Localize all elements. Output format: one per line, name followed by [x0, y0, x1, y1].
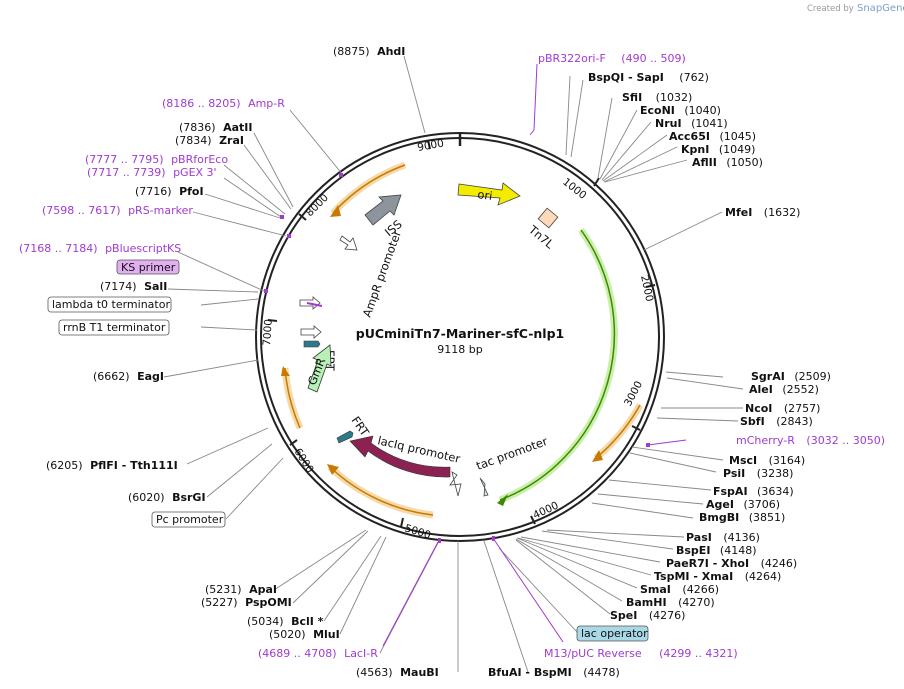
ampr-promoter-label: AmpR promoter: [360, 228, 405, 319]
laciq-promoter-arrow[interactable]: [449, 471, 462, 497]
svg-text:PsiI (3238): PsiI (3238): [723, 467, 793, 480]
svg-text:BspEI (4148): BspEI (4148): [676, 544, 757, 557]
svg-text:(7168 .. 7184) pBluescriptKS: (7168 .. 7184) pBluescriptKS: [19, 242, 181, 255]
svg-text:SmaI (4266): SmaI (4266): [640, 583, 719, 596]
svg-text:PaeR7I - XhoI (4246): PaeR7I - XhoI (4246): [666, 557, 797, 570]
svg-text:(7598 .. 7617) pRS-marker: (7598 .. 7617) pRS-marker: [42, 204, 193, 217]
svg-text:Acc65I (1045): Acc65I (1045): [669, 130, 756, 143]
svg-text:NruI (1041): NruI (1041): [655, 117, 728, 130]
svg-text:M13/pUC Reverse (4299 .. 4321): M13/pUC Reverse (4299 .. 4321): [544, 647, 738, 660]
svg-text:FspAI (3634): FspAI (3634): [713, 485, 794, 498]
svg-text:AleI (2552): AleI (2552): [749, 383, 819, 396]
svg-text:KpnI (1049): KpnI (1049): [681, 143, 755, 156]
svg-text:SbfI (2843): SbfI (2843): [740, 415, 813, 428]
lambda-t0-box[interactable]: [47, 296, 172, 313]
primer-markers: [264, 173, 650, 543]
ks-primer-box[interactable]: [116, 259, 180, 275]
lac-operator-text: lac operator: [581, 627, 648, 640]
orange-arc-right[interactable]: [593, 403, 644, 461]
frt-bottom-feature[interactable]: [336, 430, 354, 444]
pc-promoter-text: Pc promoter: [156, 513, 224, 526]
svg-text:mCherry-R (3032 .. 3050): mCherry-R (3032 .. 3050): [736, 434, 885, 447]
svg-text:BamHI (4270): BamHI (4270): [626, 596, 715, 609]
iss-arrow[interactable]: [364, 194, 402, 226]
lambda-t0-text: lambda t0 terminator: [52, 298, 170, 311]
credit-prefix: Created by: [807, 4, 854, 14]
lac-operator-box[interactable]: [576, 625, 649, 642]
svg-text:pBR322ori-F (490 .. 509): pBR322ori-F (490 .. 509): [538, 52, 686, 65]
svg-text:(8186 .. 8205) Amp-R: (8186 .. 8205) Amp-R: [162, 97, 285, 110]
leader-lines: [163, 55, 744, 673]
svg-text:EcoNI (1040): EcoNI (1040): [640, 104, 721, 117]
tn7l-feature[interactable]: [537, 207, 559, 229]
gmr-arrow[interactable]: [307, 344, 332, 393]
svg-text:AflII (1050): AflII (1050): [692, 156, 763, 169]
orange-arc-left[interactable]: [281, 367, 304, 430]
svg-text:PasI (4136): PasI (4136): [686, 531, 760, 544]
tick-marks: [267, 133, 656, 528]
tick-3000: 3000: [622, 379, 645, 408]
svg-text:SgrAI (2509): SgrAI (2509): [751, 370, 831, 383]
svg-text:AgeI (3706): AgeI (3706): [706, 498, 780, 511]
left-labels: (8875) AhdI (8186 .. 8205) Amp-R (7836) …: [19, 45, 620, 679]
tick-9000: 9000: [416, 137, 444, 153]
tick-1000: 1000: [560, 176, 588, 202]
svg-text:BspQI - SapI (762): BspQI - SapI (762): [588, 71, 709, 84]
svg-text:(6205) PflFI - Tth111I: (6205) PflFI - Tth111I: [46, 459, 178, 472]
tick-2000: 2000: [638, 274, 655, 303]
tick-4000: 4000: [531, 500, 560, 522]
svg-text:(7717 .. 7739) pGEX 3': (7717 .. 7739) pGEX 3': [87, 166, 217, 179]
svg-text:(5020) MluI: (5020) MluI: [269, 628, 340, 641]
svg-text:(4689 .. 4708) LacI-R: (4689 .. 4708) LacI-R: [258, 647, 378, 660]
rrnb-t1-box[interactable]: [58, 319, 170, 336]
rrnb-t1-terminator-arrow[interactable]: [300, 325, 322, 339]
plasmid-size: 9118 bp: [437, 343, 482, 356]
tn7l-label: Tn7L: [525, 222, 557, 252]
svg-text:(7716) PfoI: (7716) PfoI: [135, 185, 204, 198]
tick-7000: 7000: [261, 319, 275, 347]
svg-text:TspMI - XmaI (4264): TspMI - XmaI (4264): [654, 570, 781, 583]
ori-arrow[interactable]: [457, 182, 521, 206]
svg-text:MfeI (1632): MfeI (1632): [725, 206, 800, 219]
frt-top-feature[interactable]: [303, 340, 321, 348]
tick-8000: 8000: [304, 192, 331, 219]
svg-text:(6662) EagI: (6662) EagI: [93, 370, 164, 383]
svg-text:SfiI (1032): SfiI (1032): [622, 91, 692, 104]
svg-text:(8875) AhdI: (8875) AhdI: [333, 45, 405, 58]
svg-text:(7174) SalI: (7174) SalI: [100, 280, 167, 293]
tac-promoter-arrow[interactable]: [479, 477, 489, 497]
svg-text:(6020) BsrGI: (6020) BsrGI: [128, 491, 206, 504]
svg-text:BmgBI (3851): BmgBI (3851): [699, 511, 785, 524]
svg-text:SpeI (4276): SpeI (4276): [610, 609, 685, 622]
svg-text:(5034) BclI *: (5034) BclI *: [247, 615, 324, 628]
tick-6000: 6000: [291, 446, 315, 475]
pc-promoter-box[interactable]: [151, 511, 226, 528]
svg-text:NcoI (2757): NcoI (2757): [745, 402, 820, 415]
svg-text:(7836) AatII: (7836) AatII: [179, 121, 252, 134]
credit-brand[interactable]: SnapGene: [857, 3, 904, 14]
plasmid-name: pUCminiTn7-Mariner-sfC-nlp1: [356, 326, 564, 341]
laci-arrow[interactable]: [349, 435, 451, 478]
tac-promoter-label: tac promoter: [474, 434, 549, 473]
svg-text:(5231) ApaI: (5231) ApaI: [205, 583, 277, 596]
gmr-label: GmR: [305, 356, 329, 387]
svg-text:(5227) PspOMI: (5227) PspOMI: [201, 596, 292, 609]
svg-text:(7777 .. 7795) pBRforEco: (7777 .. 7795) pBRforEco: [85, 153, 228, 166]
ampr-promoter-arrow[interactable]: [339, 235, 358, 251]
ori-label: ori: [477, 187, 494, 203]
svg-text:BfuAI - BspMI (4478): BfuAI - BspMI (4478): [488, 666, 620, 679]
boxed-labels: KS primer lambda t0 terminator rrnB T1 t…: [47, 259, 649, 642]
svg-text:MscI (3164): MscI (3164): [729, 454, 805, 467]
svg-text:(7834) ZraI: (7834) ZraI: [175, 134, 244, 147]
rrnb-t1-text: rrnB T1 terminator: [63, 321, 166, 334]
primer-lines: [382, 63, 687, 647]
svg-text:(4563) MauBI: (4563) MauBI: [356, 666, 439, 679]
ks-primer-text: KS primer: [121, 261, 176, 274]
tick-5000: 5000: [403, 522, 432, 541]
right-labels: pBR322ori-F (490 .. 509) BspQI - SapI (7…: [538, 52, 885, 660]
laci-label: lacI: [388, 466, 411, 485]
